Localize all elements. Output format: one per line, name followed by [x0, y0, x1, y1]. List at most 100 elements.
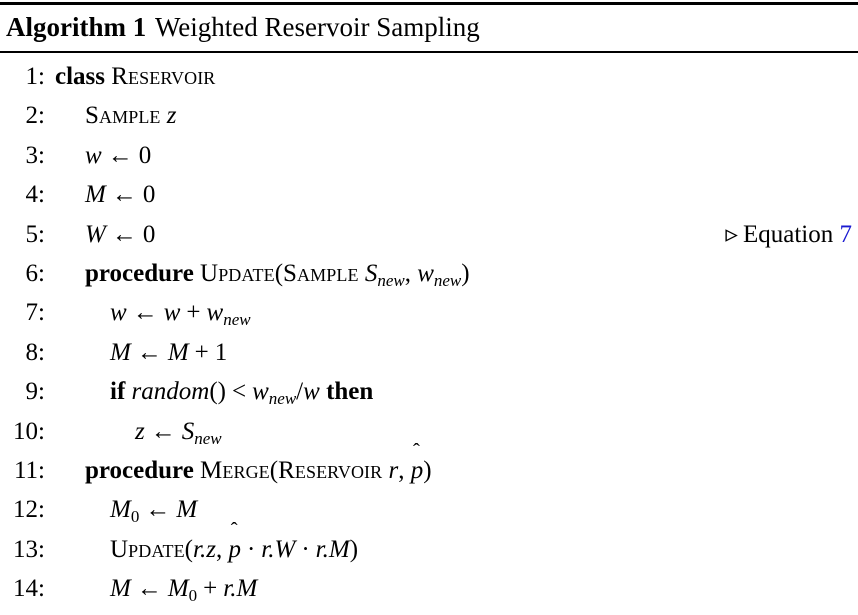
algorithm-line: 11 procedure Merge(Reservoir r, pˆ)	[0, 440, 858, 490]
variable: S	[181, 417, 195, 445]
operator: <	[226, 378, 252, 406]
algorithm-line: 4 M ← 0	[0, 175, 858, 214]
punctuation: ,	[404, 259, 418, 287]
algorithm-line: 7w ← w + wnew	[0, 293, 858, 332]
operator: +	[181, 299, 206, 327]
line-content: M ← 0	[85, 175, 155, 214]
variable: w	[206, 299, 224, 327]
algorithm-line: 13Update(r.z, pˆ · r.W · r.M)	[0, 519, 858, 569]
keyword: if	[110, 378, 126, 406]
algorithm-caption-label: Algorithm 1	[6, 12, 147, 42]
variable: S	[364, 259, 378, 287]
line-number: 2	[0, 96, 45, 135]
subscript: 0	[130, 507, 140, 527]
comment-label: Equation	[742, 220, 840, 248]
line-number: 11	[0, 451, 45, 490]
line-number: 1	[0, 57, 45, 96]
punctuation: /	[296, 378, 304, 406]
variable: M	[110, 338, 131, 366]
variable: r	[388, 456, 399, 484]
variable: z	[135, 417, 145, 445]
variable: r.W	[261, 535, 296, 563]
procedure-name: Merge	[200, 456, 270, 484]
variable: w	[417, 259, 434, 287]
line-content: w ← 0	[85, 136, 151, 175]
operator: ←	[106, 220, 142, 248]
line-number: 14	[0, 569, 45, 608]
line-number: 9	[0, 372, 45, 411]
line-number: 7	[0, 293, 45, 332]
operator: ←	[106, 181, 142, 209]
keyword: class	[55, 63, 105, 90]
line-number: 3	[0, 136, 45, 175]
operator: ·	[241, 535, 261, 563]
hat-accent: ˆ	[413, 440, 420, 463]
variable: r.M	[223, 575, 258, 603]
operator: ←	[127, 299, 163, 327]
algorithm-line: 10z ← Snew	[0, 412, 858, 451]
algorithm-caption: Algorithm 1 Weighted Reservoir Sampling	[6, 6, 480, 48]
variable: M	[110, 496, 131, 524]
line-number: 13	[0, 530, 45, 569]
procedure-name: Update	[110, 535, 185, 563]
equation-reference-link[interactable]: 7	[839, 220, 853, 248]
operator: +	[189, 338, 214, 366]
keyword: procedure	[85, 259, 194, 287]
subscript: new	[268, 388, 297, 408]
number-literal: 0	[142, 181, 156, 209]
variable: w	[252, 378, 269, 406]
punctuation: (	[184, 535, 193, 563]
procedure-name: Reservoir	[278, 456, 383, 484]
punctuation: )	[423, 456, 432, 484]
keyword: then	[326, 378, 374, 406]
algorithm-line: 14M ← M0 + r.M	[0, 569, 858, 608]
variable: w	[303, 378, 320, 406]
procedure-name: Sample	[85, 102, 161, 130]
line-content: procedure Update(Sample Snew, wnew)	[85, 254, 470, 300]
line-content: if random() < wnew/w then	[110, 372, 373, 418]
variable: M	[176, 496, 198, 524]
algorithm-line: 5W ← 0▹Equation 7	[0, 215, 858, 254]
variable: M	[110, 575, 131, 603]
variable: M	[167, 575, 189, 603]
variable: r.z	[193, 535, 216, 563]
line-number: 6	[0, 254, 45, 293]
line-number: 8	[0, 333, 45, 372]
number-literal: 0	[142, 220, 156, 248]
variable: random	[131, 378, 210, 406]
operator: ←	[131, 575, 167, 603]
algorithm-body: 1class Reservoir2Sample z3w ← 04M ← 05W …	[0, 57, 858, 608]
punctuation: ,	[398, 456, 411, 484]
line-content: M0 ← M	[110, 490, 197, 536]
hat-accent: ˆ	[230, 519, 238, 542]
line-content: M ← M0 + r.M	[110, 569, 257, 615]
punctuation: (	[274, 259, 284, 287]
variable: z	[166, 102, 177, 130]
punctuation: ()	[209, 378, 226, 406]
operator: ←	[140, 496, 176, 524]
procedure-name: Update	[200, 259, 275, 287]
caption-rule	[0, 51, 858, 53]
line-content: Sample z	[85, 96, 177, 135]
algorithm-line: 8 M ← M + 1	[0, 333, 858, 372]
punctuation: ,	[215, 535, 229, 563]
line-content: M ← M + 1	[110, 333, 227, 372]
algorithm-caption-title: Weighted Reservoir Sampling	[154, 12, 480, 42]
number-literal: 0	[138, 141, 152, 169]
algorithm-line: 9if random() < wnew/w then	[0, 372, 858, 411]
line-comment: ▹Equation 7	[725, 215, 852, 254]
line-number: 4	[0, 175, 45, 214]
line-content: class Reservoir	[55, 57, 215, 96]
line-content: z ← Snew	[135, 412, 222, 458]
procedure-name: Sample	[283, 259, 359, 287]
variable: w	[163, 299, 181, 327]
operator: ←	[145, 417, 181, 445]
operator: +	[198, 575, 223, 603]
algorithm-line: 6procedure Update(Sample Snew, wnew)	[0, 254, 858, 293]
comment-triangle-icon: ▹	[725, 220, 738, 248]
line-number: 5	[0, 215, 45, 254]
algorithm-line: 3 w ← 0	[0, 136, 858, 175]
